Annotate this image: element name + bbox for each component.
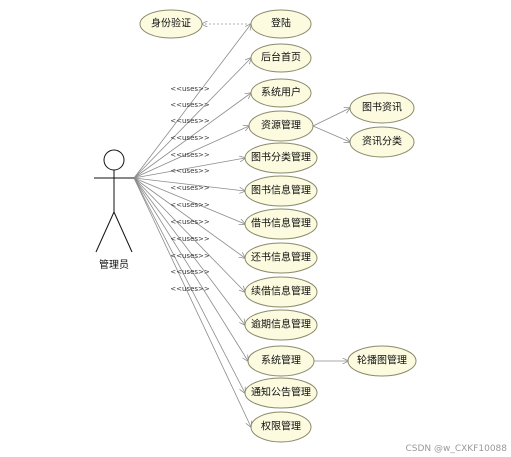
use-case-17: 轮播图管理 [347,345,417,377]
use-case-14-ellipse [250,411,312,443]
use-case-11-ellipse [244,309,318,341]
use-case-1-label: 身份验证 [151,17,191,30]
uses-label-6: <<uses>> [170,167,210,175]
uses-label-12: <<uses>> [170,268,210,276]
actor-name: 管理员 [99,258,129,271]
use-cases: 身份验证 登陆后台首页系统用户资源管理图书分类管理图书信息管理借书信息管理还书信息… [139,9,417,443]
use-case-3: 后台首页 [250,43,312,73]
use-case-16: 资讯分类 [349,126,415,158]
association-use-case-11 [133,177,245,325]
use-case-9-label: 还书信息管理 [251,251,311,264]
association-resource-category [312,125,350,142]
use-case-8: 借书信息管理 [244,208,318,240]
use-case-6: 图书分类管理 [244,142,318,174]
association-lines [133,24,350,427]
use-case-2-label: 登陆 [271,17,291,30]
use-case-2: 登陆 [250,9,312,39]
use-case-10-label: 续借信息管理 [251,285,311,298]
actor-left-leg [95,211,115,253]
use-case-7-label: 图书信息管理 [251,184,311,197]
use-case-8-ellipse [244,208,318,240]
association-use-case-13 [133,177,245,393]
use-case-6-label: 图书分类管理 [251,151,311,164]
association-use-case-9 [133,177,245,258]
uses-label-2: <<uses>> [170,101,210,109]
actor-right-leg [113,211,133,253]
use-case-14-label: 权限管理 [261,420,301,433]
association-use-case-2 [133,24,251,179]
stereotype-labels: <<uses>> <<uses>> <<uses>> <<uses>> <<uses>>… [170,85,210,293]
association-use-case-10 [133,177,245,292]
uses-label-1: <<uses>> [170,85,210,93]
watermark: CSDN @w_CXKF10088 [405,444,507,454]
uses-label-13: <<uses>> [170,285,210,293]
use-case-12: 系统管理 [247,345,315,377]
use-case-11: 逾期信息管理 [244,309,318,341]
uses-label-7: <<uses>> [170,184,210,192]
uses-label-4: <<uses>> [170,134,210,142]
association-use-case-12 [133,177,248,361]
use-case-12-label: 系统管理 [261,354,301,367]
use-case-16-ellipse [349,126,415,158]
association-use-case-7 [133,177,245,191]
actor-administrator: 管理员 [94,149,134,271]
association-use-case-6 [133,158,245,179]
use-case-12-ellipse [247,345,315,377]
association-use-case-5 [133,126,249,179]
use-case-15: 图书资讯 [349,92,415,124]
use-case-1-ellipse [139,9,203,39]
use-case-13-ellipse [244,377,318,409]
uses-label-11: <<uses>> [170,252,210,260]
association-resource-news [312,108,350,127]
use-case-5: 资源管理 [248,110,314,142]
use-case-5-ellipse [248,110,314,142]
use-case-3-ellipse [250,43,312,73]
association-use-case-4 [133,93,251,179]
use-case-14: 权限管理 [250,411,312,443]
use-case-15-ellipse [349,92,415,124]
uses-label-5: <<uses>> [170,151,210,159]
use-case-2-ellipse [250,9,312,39]
uses-label-10: <<uses>> [170,235,210,243]
association-use-case-3 [133,58,251,179]
association-use-case-14 [133,177,251,427]
use-case-4-ellipse [250,78,312,108]
use-case-13-label: 通知公告管理 [251,386,311,399]
use-case-6-ellipse [244,142,318,174]
use-case-5-label: 资源管理 [261,119,301,132]
use-case-7: 图书信息管理 [244,175,318,207]
association-use-case-8 [133,177,245,224]
use-case-1: 身份验证 [139,9,203,39]
uses-label-8: <<uses>> [170,201,210,209]
use-case-10: 续借信息管理 [244,276,318,308]
uses-label-3: <<uses>> [170,117,210,125]
use-case-11-label: 逾期信息管理 [251,318,311,331]
use-case-9: 还书信息管理 [244,242,318,274]
use-case-13: 通知公告管理 [244,377,318,409]
use-case-16-label: 资讯分类 [362,135,402,148]
use-case-17-label: 轮播图管理 [357,354,407,367]
use-case-4: 系统用户 [250,78,312,108]
use-case-17-ellipse [347,345,417,377]
use-case-9-ellipse [244,242,318,274]
actor-head [103,149,125,171]
use-case-4-label: 系统用户 [261,86,301,99]
use-case-8-label: 借书信息管理 [251,217,311,230]
use-case-3-label: 后台首页 [261,51,301,64]
use-case-15-label: 图书资讯 [362,102,402,114]
use-case-10-ellipse [244,276,318,308]
use-case-7-ellipse [244,175,318,207]
uses-label-9: <<uses>> [170,218,210,226]
